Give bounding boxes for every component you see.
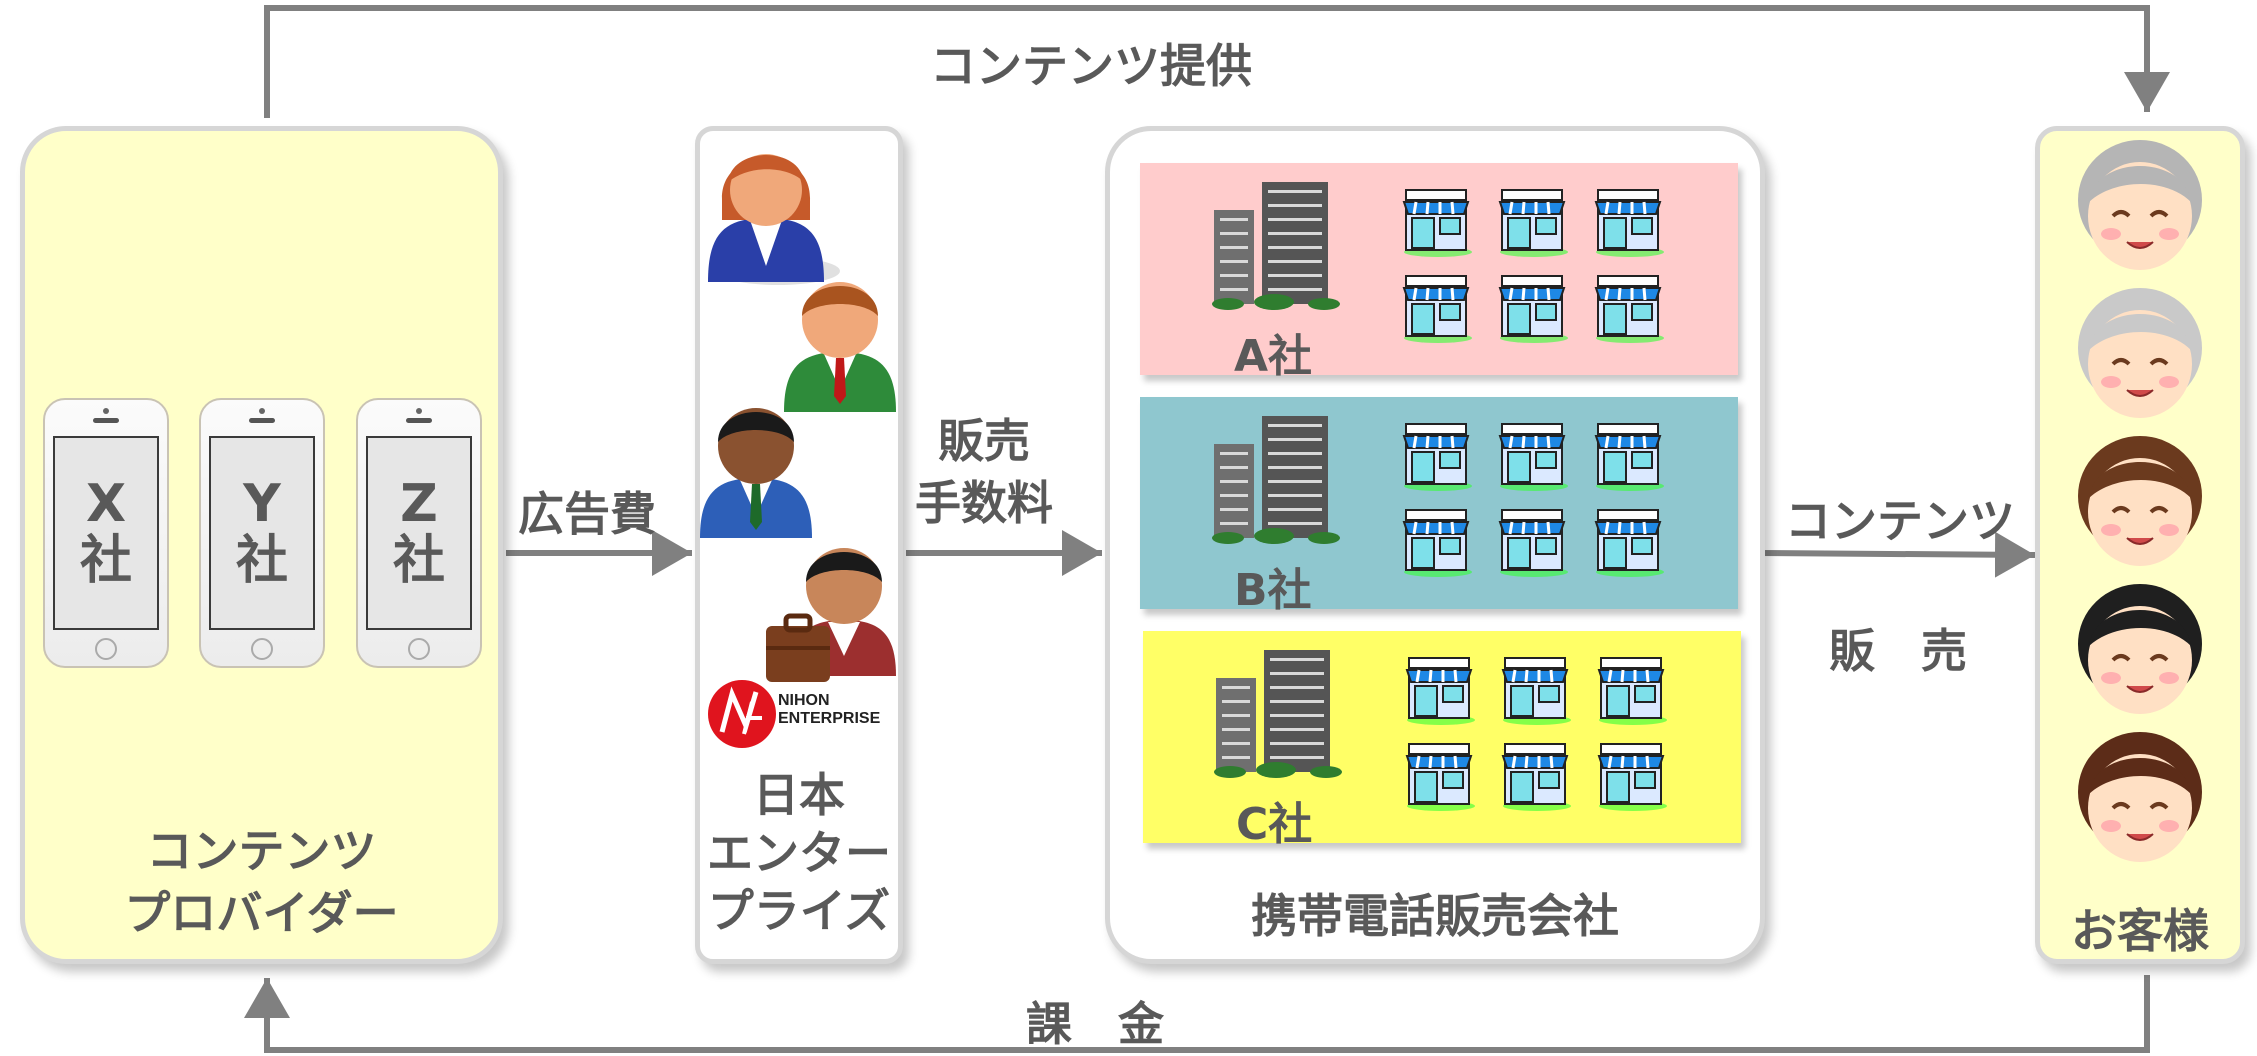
speaker-icon (406, 418, 432, 423)
shop-icon (1496, 182, 1570, 258)
nihon-enterprise-logo-text: NIHON ENTERPRISE (778, 692, 880, 728)
shop-icon (1400, 502, 1474, 578)
shop-icon (1499, 736, 1573, 812)
content-sales-line2: 販 売 (1829, 624, 1967, 678)
person-woman-icon (708, 154, 840, 285)
shop-icon (1400, 268, 1474, 344)
home-button-icon (95, 638, 117, 660)
content-provider-title-line1: コンテンツ (146, 824, 377, 878)
home-button-icon (251, 638, 273, 660)
speaker-icon (93, 418, 119, 423)
phone-company-suffix: 社 (392, 531, 445, 591)
phone-company-suffix: 社 (79, 531, 132, 591)
customer-face-icon (2075, 730, 2205, 866)
shop-icon (1595, 650, 1669, 726)
shop-icon (1400, 416, 1474, 492)
content-sales-arrow (1757, 531, 2036, 578)
nihon-title-line1: 日本 (753, 768, 845, 822)
shop-icon (1592, 502, 1666, 578)
shop-icon (1400, 182, 1474, 258)
customer-face-icon (2075, 138, 2205, 274)
shop-icon (1592, 268, 1666, 344)
nihon-enterprise-logo-icon (708, 680, 776, 748)
phone-letter: Y (243, 473, 281, 534)
shop-icon (1592, 416, 1666, 492)
shop-icon (1499, 650, 1573, 726)
shop-icon (1496, 502, 1570, 578)
customer-face-icon (2075, 582, 2205, 718)
nihon-enterprise-title: 日本 エンター プライズ (695, 766, 903, 940)
content-provider-title: コンテンツ プロバイダー (20, 820, 503, 944)
shop-icon (1595, 736, 1669, 812)
nihon-title-line2: エンター (707, 826, 891, 880)
phone-letter: Z (400, 473, 438, 534)
camera-icon (259, 408, 265, 414)
phone-letter: X (85, 473, 127, 534)
shop-icon (1403, 650, 1477, 726)
shop-icon (1403, 736, 1477, 812)
shop-icon (1496, 268, 1570, 344)
sales-fee-label: 販売 手数料 (915, 410, 1053, 534)
person-green-suit-icon (784, 282, 896, 412)
content-provision-arrow (264, 5, 2170, 118)
company-c-label: C社 (1236, 799, 1313, 850)
logo-text-line1: NIHON (778, 692, 830, 709)
content-provision-label: コンテンツ提供 (930, 39, 1252, 93)
billing-arrow (244, 975, 2150, 1053)
nihon-title-line3: プライズ (707, 884, 891, 938)
speaker-icon (249, 418, 275, 423)
content-sales-label: コンテンツ 販 売 (1785, 456, 2015, 716)
company-b-label: B社 (1234, 565, 1312, 616)
company-a-label: A社 (1234, 331, 1313, 382)
billing-label: 課 金 (1026, 997, 1164, 1051)
logo-text-line2: ENTERPRISE (778, 710, 881, 727)
mobile-retailer-title: 携帯電話販売会社 (1251, 889, 1619, 943)
person-blue-suit-icon (700, 408, 812, 538)
camera-icon (416, 408, 422, 414)
person-briefcase-icon (766, 548, 896, 682)
sales-fee-line2: 手数料 (915, 476, 1053, 530)
ad-fee-label: 広告費 (518, 487, 656, 541)
customer-face-icon (2075, 286, 2205, 422)
content-sales-line1: コンテンツ (1785, 494, 2015, 548)
nihon-enterprise-panel (695, 126, 903, 964)
home-button-icon (408, 638, 430, 660)
shop-icon (1592, 182, 1666, 258)
sales-fee-line1: 販売 (938, 414, 1030, 468)
shop-icon (1496, 416, 1570, 492)
content-provider-title-line2: プロバイダー (124, 886, 399, 940)
camera-icon (103, 408, 109, 414)
phone-company-suffix: 社 (235, 531, 288, 591)
customer-title: お客様 (2071, 904, 2209, 958)
office-building-icon (1212, 182, 1340, 310)
office-building-icon (1214, 650, 1342, 778)
customer-face-icon (2075, 434, 2205, 570)
office-building-icon (1212, 416, 1340, 544)
